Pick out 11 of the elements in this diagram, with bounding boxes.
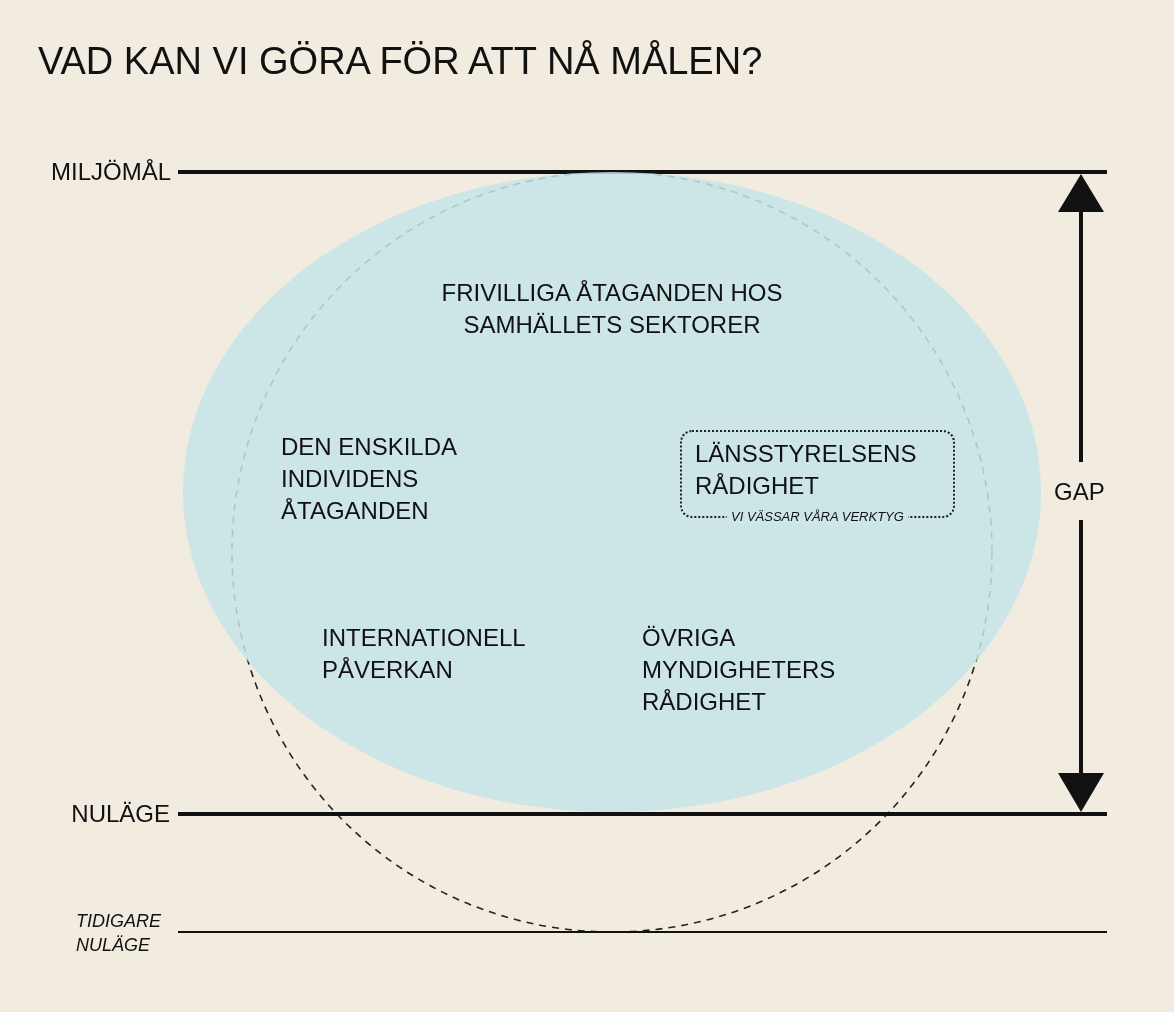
gap-label: GAP: [1054, 477, 1105, 507]
text-label: FRIVILLIGA ÅTAGANDEN HOS SAMHÄLLETS SEKTORER: [440, 278, 784, 340]
ellipse-area: [183, 172, 1041, 812]
text-label: INTERNATIONELL PÅVERKAN: [322, 623, 526, 685]
level-label: TIDIGARE NULÄGE: [76, 910, 162, 957]
level-label: MILJÖMÅL: [50, 157, 171, 187]
text-label: DEN ENSKILDA INDIVIDENS ÅTAGANDEN: [281, 432, 458, 526]
title: VAD KAN VI GÖRA FÖR ATT NÅ MÅLEN?: [38, 39, 763, 84]
text-label: ÖVRIGA MYNDIGHETERS RÅDIGHET: [642, 623, 837, 717]
level-label: NULÄGE: [71, 799, 170, 829]
text-label: LÄNSSTYRELSENS RÅDIGHET: [695, 439, 918, 501]
